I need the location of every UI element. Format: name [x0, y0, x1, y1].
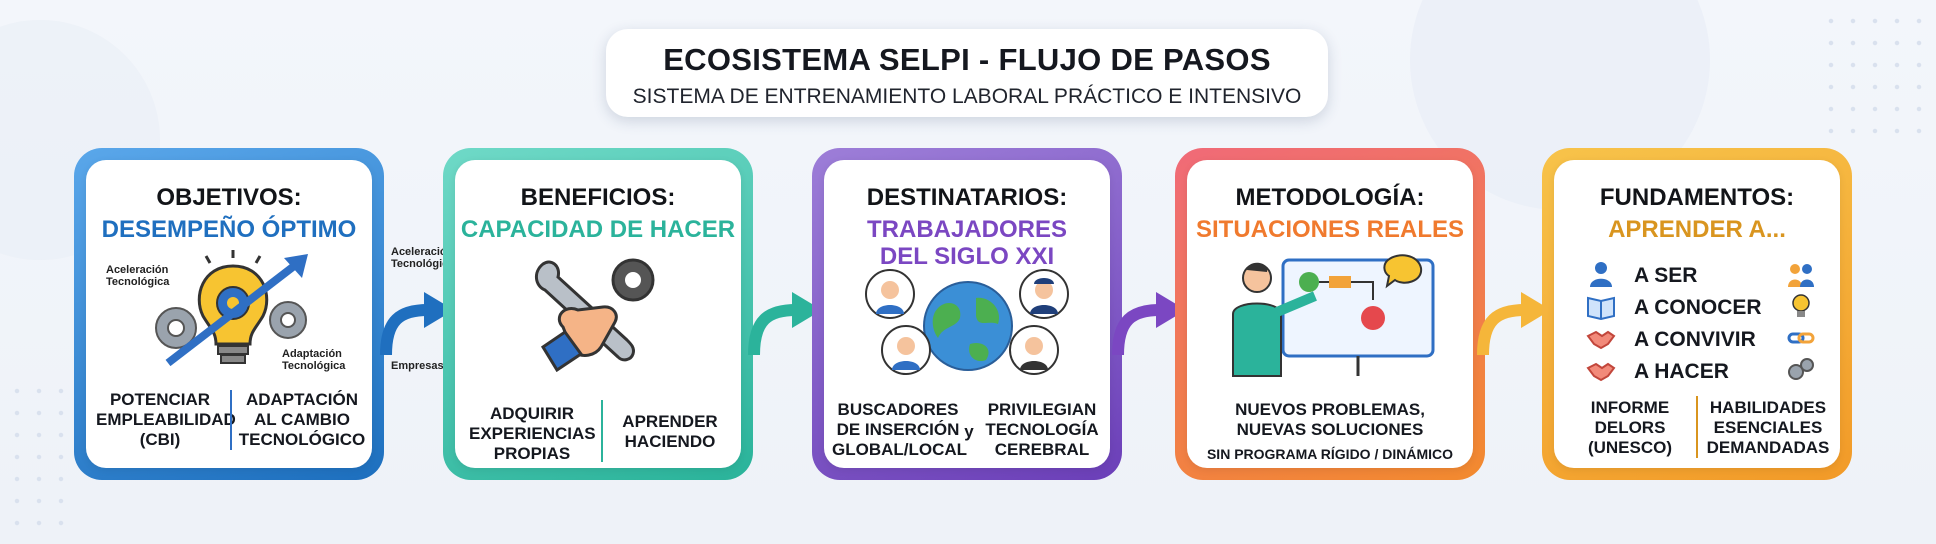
page-title: ECOSISTEMA SELPI - FLUJO DE PASOS: [663, 42, 1271, 77]
beneficios-right: APRENDER HACIENDO: [622, 412, 718, 451]
handshake-icon: [1586, 362, 1616, 382]
step-card-destinatarios: DESTINATARIOS: TRABAJADORES DEL SIGLO XX…: [812, 148, 1122, 480]
arrow-icon: [380, 292, 454, 356]
destinatarios-left: BUSCADORES DE INSERCIÓN GLOBAL/LOCAL: [832, 400, 968, 459]
step-subtitle: APRENDER A...: [1608, 216, 1786, 243]
learn-item-label: A HACER: [1634, 360, 1729, 383]
metodologia-line1: NUEVOS PROBLEMAS,: [1235, 400, 1425, 419]
accel-label: Aceleración Tecnológica: [106, 264, 170, 288]
adapt-label: Adaptación Tecnológica: [282, 348, 346, 372]
handshake-icon: [1586, 330, 1616, 350]
step-heading: METODOLOGÍA:: [1235, 184, 1425, 211]
fundamentos-left: INFORME DELORS (UNESCO): [1587, 398, 1673, 457]
person-icon: [1590, 262, 1612, 287]
step-card-objetivos: OBJETIVOS: DESEMPEÑO ÓPTIMO Aceleración …: [74, 148, 384, 480]
arrow-icon: [1477, 292, 1551, 356]
divider: [601, 400, 603, 462]
globe-people-icon: [865, 269, 1069, 375]
wrench-hand-icon: [535, 258, 655, 372]
step-heading: OBJETIVOS:: [156, 184, 302, 211]
step-card-metodologia: METODOLOGÍA: SITUACIONES REALES NUEVOS P…: [1175, 148, 1485, 480]
metodologia-line2: NUEVAS SOLUCIONES: [1236, 420, 1424, 439]
metodologia-line3: SIN PROGRAMA RÍGIDO / DINÁMICO: [1206, 446, 1454, 462]
divider: [230, 390, 232, 450]
destinatarios-connector: y: [964, 422, 974, 441]
title-box: ECOSISTEMA SELPI - FLUJO DE PASOS SISTEM…: [606, 29, 1328, 117]
bg-dots: [6, 380, 76, 530]
beneficios-left: ADQUIRIR EXPERIENCIAS PROPIAS: [469, 404, 596, 463]
step-heading: BENEFICIOS:: [520, 184, 676, 211]
step-card-beneficios: BENEFICIOS: CAPACIDAD DE HACER ADQUIRIR …: [443, 148, 753, 480]
learn-item: A HACER: [1586, 356, 1816, 384]
connector-label-accel: Aceleración Tecnológica: [391, 246, 455, 270]
step-subtitle: CAPACIDAD DE HACER: [460, 216, 736, 243]
connector-label-companies: Empresas: [391, 360, 444, 372]
gears-icon: [1788, 358, 1814, 380]
learn-item: A CONVIVIR: [1586, 324, 1816, 352]
fundamentos-right: HABILIDADES ESENCIALES DEMANDADAS: [1706, 398, 1830, 457]
learn-item-label: A SER: [1634, 264, 1698, 287]
arrow-icon: [748, 292, 822, 356]
learn-item-label: A CONVIVIR: [1634, 328, 1756, 351]
divider: [1696, 396, 1698, 458]
arrow-icon: [1112, 292, 1186, 356]
objetivos-right: ADAPTACIÓN AL CAMBIO TECNOLÓGICO: [238, 390, 366, 449]
step-subtitle: TRABAJADORES DEL SIGLO XXI: [867, 216, 1068, 270]
bg-dots: [1820, 10, 1930, 150]
presenter-board-icon: [1232, 254, 1435, 377]
step-heading: FUNDAMENTOS:: [1599, 184, 1795, 211]
chain-icon: [1787, 332, 1815, 344]
lightbulb-gears-icon: [155, 250, 308, 367]
learn-item: A CONOCER: [1586, 292, 1816, 320]
step-heading: DESTINATARIOS:: [866, 184, 1068, 211]
page-subtitle: SISTEMA DE ENTRENAMIENTO LABORAL PRÁCTIC…: [632, 85, 1302, 108]
team-icon: [1788, 264, 1814, 287]
step-subtitle: SITUACIONES REALES: [1195, 216, 1465, 243]
step-card-fundamentos: FUNDAMENTOS: APRENDER A... A SER A CONOC…: [1542, 148, 1852, 480]
objetivos-left: POTENCIAR EMPLEABILIDAD (CBI): [96, 390, 236, 449]
lightbulb-icon: [1792, 294, 1810, 317]
book-icon: [1587, 296, 1615, 320]
destinatarios-right: PRIVILEGIAN TECNOLOGÍA CEREBRAL: [985, 400, 1099, 459]
learn-item: A SER: [1586, 260, 1816, 288]
learn-item-label: A CONOCER: [1634, 296, 1762, 319]
step-subtitle: DESEMPEÑO ÓPTIMO: [101, 216, 357, 243]
